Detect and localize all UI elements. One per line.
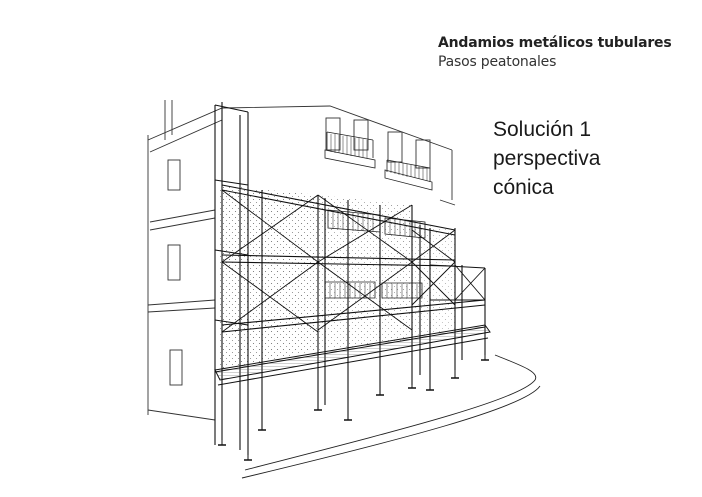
safety-mesh <box>220 185 455 370</box>
drawing-subtitle: Pasos peatonales <box>438 54 557 70</box>
caption-line-3: cónica <box>493 176 554 199</box>
caption-line-2: perspectiva <box>493 147 601 170</box>
walkway-deck <box>214 324 491 461</box>
caption-line-1: Solución 1 <box>493 118 592 141</box>
drawing-title: Andamios metálicos tubulares <box>438 35 672 51</box>
sidewalk-edge <box>241 354 541 479</box>
solution-caption: Solución 1 perspectiva cónica <box>493 115 600 202</box>
header: Andamios metálicos tubulares Pasos peato… <box>438 35 672 70</box>
